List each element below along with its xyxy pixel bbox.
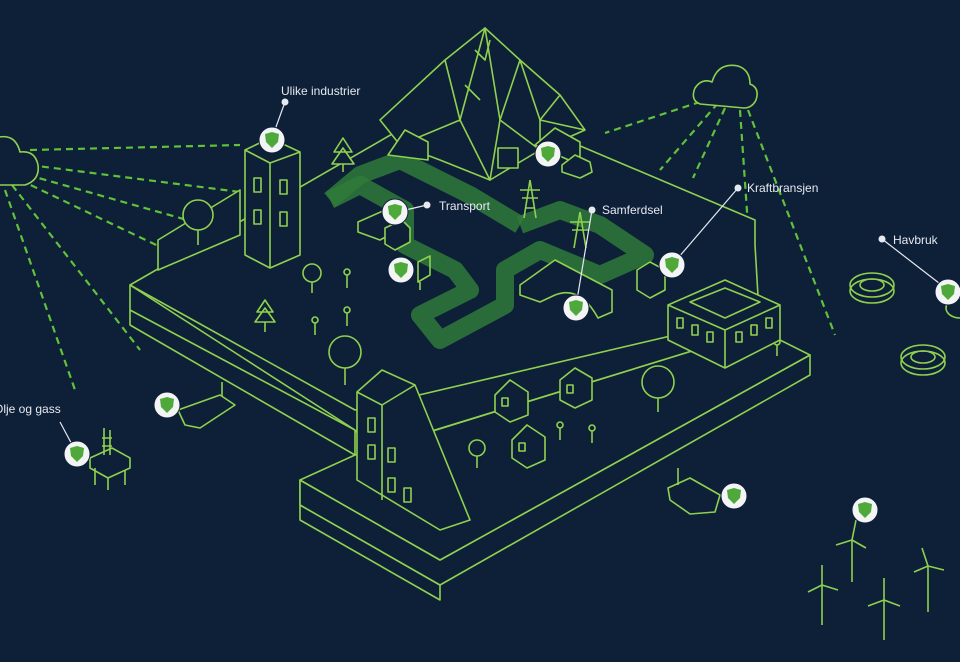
tree-icon (302, 263, 322, 293)
pylon-icon (570, 211, 590, 249)
badge-wind[interactable] (851, 496, 879, 524)
tree-icon (182, 199, 214, 245)
badge-kraftbransjen[interactable] (658, 251, 686, 279)
house-icon (494, 379, 529, 423)
label-olje-og-gass: Olje og gass (0, 402, 61, 416)
green-shield-icon (160, 397, 174, 413)
badge-industry[interactable] (258, 126, 286, 154)
sign-icon (417, 255, 431, 290)
green-shield-icon (665, 257, 679, 273)
label-ulike-industrier: Ulike industrier (281, 84, 360, 98)
office-building (667, 279, 781, 369)
label-samferdsel: Samferdsel (602, 203, 663, 217)
green-shield-icon (265, 132, 279, 148)
label-kraftbransjen: Kraftbransjen (747, 181, 818, 195)
green-shield-icon (70, 446, 84, 462)
trees (182, 137, 675, 468)
callout-labels: Ulike industrier Transport Samferdsel Kr… (0, 84, 939, 416)
ship-icon (177, 382, 236, 429)
green-shield-icon (388, 204, 402, 220)
oil-platform-icon (89, 428, 131, 490)
house-icon (511, 424, 546, 469)
fish-pen-icon (849, 272, 895, 304)
houses (494, 367, 593, 469)
cloud-icon (0, 135, 40, 186)
tree-icon (328, 335, 362, 385)
fish-farm (849, 272, 960, 376)
badge-havbruk[interactable] (934, 278, 960, 306)
badge-transport[interactable] (381, 198, 409, 226)
transformer (636, 261, 666, 299)
badge-samferdsel[interactable] (562, 294, 590, 322)
car-icon (561, 154, 593, 179)
tree-icon (468, 439, 486, 468)
badge-ship-right[interactable] (720, 482, 748, 510)
label-havbruk: Havbruk (893, 233, 939, 247)
wind-turbine-icon (867, 578, 901, 640)
sloped-building (356, 369, 471, 531)
tree-icon (331, 137, 355, 172)
house-icon (559, 367, 593, 409)
fish-pen-icon (900, 344, 946, 376)
green-shield-icon (541, 146, 555, 162)
label-transport: Transport (439, 199, 491, 213)
green-shield-icon (569, 300, 583, 316)
badge-tunnel[interactable] (534, 140, 562, 168)
green-shield-icon (394, 262, 408, 278)
badges (63, 126, 960, 524)
wind-turbine-icon (807, 565, 839, 625)
tree-icon (254, 299, 276, 332)
green-shield-icon (941, 284, 955, 300)
badge-ship-left[interactable] (153, 391, 181, 419)
wind-turbine-icon (835, 519, 867, 582)
wind-farm (807, 519, 945, 640)
wind-turbine-icon (913, 547, 945, 612)
badge-road[interactable] (387, 256, 415, 284)
cloud-icon (692, 64, 758, 109)
ship-icon (667, 468, 721, 515)
tree-icon (641, 365, 675, 412)
green-shield-icon (858, 502, 872, 518)
green-shield-icon (727, 488, 741, 504)
badge-olje-og-gass[interactable] (63, 440, 91, 468)
pylon-icon (520, 179, 540, 219)
industry-tower (244, 137, 301, 269)
mountain (379, 27, 586, 181)
